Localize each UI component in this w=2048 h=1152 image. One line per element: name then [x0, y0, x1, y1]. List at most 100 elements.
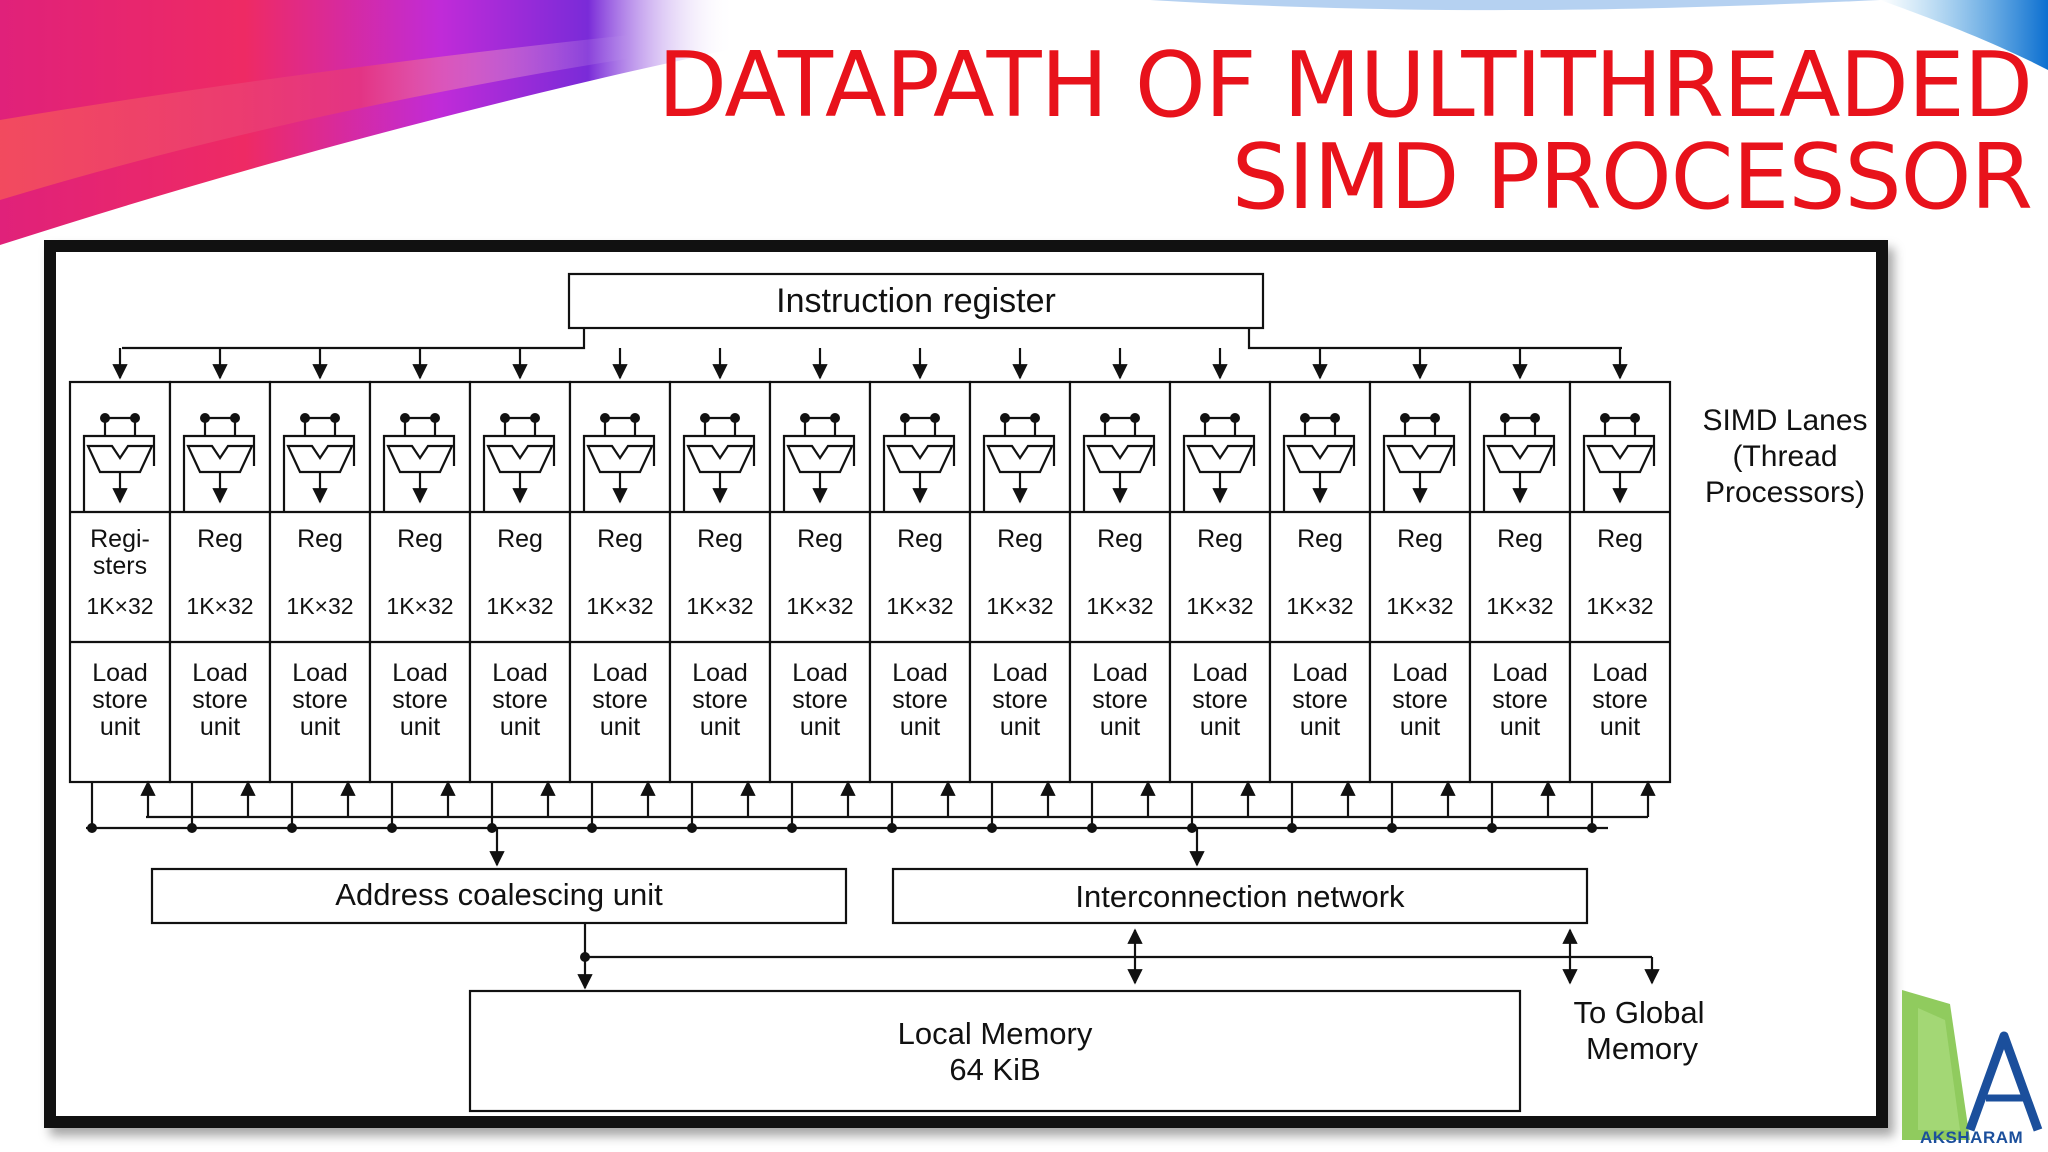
alu-node — [1000, 413, 1010, 423]
load-store-label: store — [1092, 686, 1148, 714]
decorative-header-swoosh — [0, 0, 2048, 245]
local-memory-label: Local Memory — [898, 1016, 1093, 1051]
alu-shape — [1586, 444, 1654, 474]
register-label: sters — [93, 552, 147, 580]
alu-shape — [1486, 444, 1554, 474]
load-store-label: unit — [400, 713, 440, 741]
alu-node — [200, 413, 210, 423]
load-store-label: unit — [800, 713, 840, 741]
load-store-label: unit — [500, 713, 540, 741]
register-size: 1K×32 — [986, 593, 1053, 619]
simd-datapath-diagram: Instruction register Regi-sters 1K×32Load… — [68, 272, 1868, 1113]
register-label: Regi- — [90, 525, 150, 553]
alu-node — [1600, 413, 1610, 423]
instruction-register: Instruction register — [567, 272, 1265, 330]
bus-node — [1187, 823, 1197, 833]
alu-icon — [982, 413, 1056, 512]
register-label: Reg — [497, 525, 543, 553]
load-store-label: unit — [1600, 713, 1640, 741]
alu-node — [1400, 413, 1410, 423]
register-label: Reg — [397, 525, 443, 553]
bus-node — [687, 823, 697, 833]
alu-feedback-wire — [882, 434, 956, 512]
alu-feedback-wire — [1382, 434, 1456, 512]
load-store-label: Load — [92, 659, 148, 687]
alu-icon — [882, 413, 956, 512]
alu-node — [1530, 413, 1540, 423]
alu-feedback-wire — [1582, 434, 1656, 512]
bus-node — [187, 823, 197, 833]
load-store-label: Load — [1092, 659, 1148, 687]
alu-shape — [286, 444, 354, 474]
address-coalescing-unit-label: Address coalescing unit — [335, 877, 663, 912]
slide-title-line-2: SIMD PROCESSOR — [1231, 125, 2033, 230]
register-label: Reg — [897, 525, 943, 553]
alu-node — [400, 413, 410, 423]
alu-feedback-wire — [782, 434, 856, 512]
bus-node — [587, 823, 597, 833]
alu-feedback-wire — [182, 434, 256, 512]
logo-green-panel-inner — [1918, 1008, 1960, 1130]
load-store-label: Load — [1392, 659, 1448, 687]
alu-icon — [182, 413, 256, 512]
load-store-label: store — [692, 686, 748, 714]
alu-icon — [282, 413, 356, 512]
register-label: Reg — [1197, 525, 1243, 553]
load-store-label: store — [892, 686, 948, 714]
alu-icon — [482, 413, 556, 512]
swoosh-blue — [1880, 0, 2048, 70]
alu-shape — [886, 444, 954, 474]
alu-node — [300, 413, 310, 423]
load-store-label: store — [292, 686, 348, 714]
memory-bus — [86, 780, 1656, 867]
register-label: Reg — [797, 525, 843, 553]
load-store-label: unit — [100, 713, 140, 741]
simd-lanes: Regi-sters1K×32LoadstoreunitReg1K×32Load… — [68, 380, 1672, 784]
alu-feedback-wire — [1482, 434, 1556, 512]
bus-node — [1287, 823, 1297, 833]
load-store-label: Load — [592, 659, 648, 687]
alu-icon — [1582, 413, 1656, 512]
interconnection-network-label: Interconnection network — [1075, 879, 1405, 914]
load-store-label: Load — [1292, 659, 1348, 687]
alu-node — [530, 413, 540, 423]
register-size: 1K×32 — [786, 593, 853, 619]
alu-feedback-wire — [1282, 434, 1356, 512]
alu-feedback-wire — [582, 434, 656, 512]
alu-node — [100, 413, 110, 423]
alu-icon — [1082, 413, 1156, 512]
load-store-label: unit — [900, 713, 940, 741]
bus-node — [887, 823, 897, 833]
simd-lanes-label: SIMD Lanes (Thread Processors) — [1702, 404, 1867, 509]
lane-column — [1168, 380, 1272, 784]
register-size: 1K×32 — [586, 593, 653, 619]
address-coalescing-unit: Address coalescing unit — [150, 867, 848, 925]
bus-node — [1387, 823, 1397, 833]
register-label: Reg — [997, 525, 1043, 553]
alu-feedback-wire — [482, 434, 556, 512]
alu-shape — [1186, 444, 1254, 474]
alu-node — [1300, 413, 1310, 423]
register-label: Reg — [1497, 525, 1543, 553]
alu-node — [630, 413, 640, 423]
load-store-label: store — [992, 686, 1048, 714]
instruction-register-label: Instruction register — [776, 282, 1056, 320]
alu-feedback-wire — [682, 434, 756, 512]
load-store-label: Load — [1492, 659, 1548, 687]
register-size: 1K×32 — [186, 593, 253, 619]
alu-node — [1500, 413, 1510, 423]
to-global-memory-label: To Global Memory — [1574, 995, 1705, 1066]
alu-shape — [1086, 444, 1154, 474]
register-size: 1K×32 — [86, 593, 153, 619]
load-store-label: store — [1192, 686, 1248, 714]
local-memory-size: 64 KiB — [949, 1052, 1040, 1087]
alu-node — [600, 413, 610, 423]
